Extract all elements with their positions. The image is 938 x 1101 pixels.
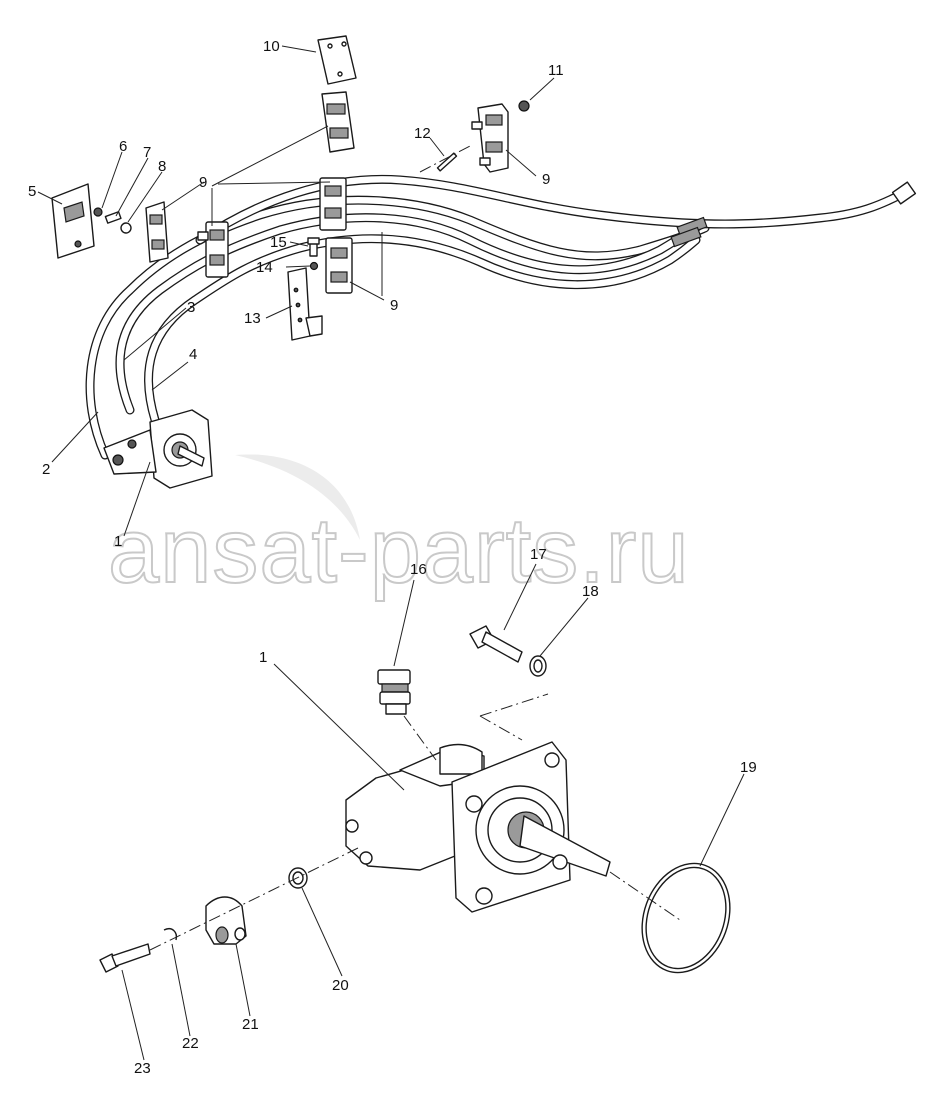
callout-20: 20 [332, 977, 349, 994]
hydraulic-motor [345, 741, 611, 913]
bolt-7 [104, 211, 122, 224]
callout-8: 8 [158, 158, 166, 175]
fitting-16 [377, 669, 411, 715]
hose-3 [115, 213, 705, 415]
bolt-17 [469, 625, 523, 663]
pump-small [103, 409, 213, 489]
stud-12 [436, 152, 458, 172]
washer-14 [309, 261, 319, 271]
callout-14: 14 [256, 259, 273, 276]
clamp-9-middle [319, 177, 347, 231]
callout-7: 7 [143, 144, 151, 161]
clamp-left-8 [145, 201, 169, 263]
hose-fitting-right [670, 181, 917, 248]
bolt-23 [99, 943, 151, 973]
clamp-9-lower [325, 237, 353, 294]
callout-19: 19 [740, 759, 757, 776]
callout-5: 5 [28, 183, 36, 200]
watermark-swoosh [235, 454, 360, 540]
nut-6 [93, 207, 103, 217]
callout-9-b: 9 [542, 171, 550, 188]
washer-18 [529, 655, 547, 677]
hose-long [195, 174, 905, 245]
callout-23: 23 [134, 1060, 151, 1077]
clamp-9-right [471, 103, 509, 173]
callout-3: 3 [187, 299, 195, 316]
nut-11 [518, 100, 530, 112]
bracket-5 [51, 183, 95, 259]
hose-4 [144, 234, 701, 425]
callout-22: 22 [182, 1035, 199, 1052]
clamp-9-left [197, 221, 229, 278]
callout-12: 12 [414, 125, 431, 142]
callout-9-c: 9 [390, 297, 398, 314]
o-ring-19 [641, 862, 731, 974]
callout-10: 10 [263, 38, 280, 55]
callout-18: 18 [582, 583, 599, 600]
clamp-21 [205, 896, 247, 945]
callout-16: 16 [410, 561, 427, 578]
callout-17: 17 [530, 546, 547, 563]
watermark: ansat-parts.ru [107, 454, 690, 603]
circlip-22 [163, 928, 178, 941]
leader-lines [37, 45, 745, 1061]
bracket-13 [287, 267, 323, 341]
callouts: 10 11 12 6 7 8 5 9 9 9 15 14 13 3 4 2 1 … [28, 38, 757, 1077]
hose-set [85, 174, 917, 460]
callout-1-a: 1 [114, 533, 122, 550]
seal-20 [288, 867, 308, 889]
callout-1-b: 1 [259, 649, 267, 666]
bolt-15 [307, 237, 320, 257]
callout-4: 4 [189, 346, 197, 363]
callout-13: 13 [244, 310, 261, 327]
watermark-text: ansat-parts.ru [108, 500, 690, 602]
callout-9-a: 9 [199, 174, 207, 191]
callout-6: 6 [119, 138, 127, 155]
callout-11: 11 [548, 62, 564, 79]
sleeve-8 [120, 222, 132, 234]
callout-21: 21 [242, 1016, 259, 1033]
plate-10 [317, 35, 357, 85]
callout-15: 15 [270, 234, 287, 251]
assembly-lines [149, 145, 681, 951]
callout-2: 2 [42, 461, 50, 478]
clamp-half-upper [321, 91, 355, 153]
